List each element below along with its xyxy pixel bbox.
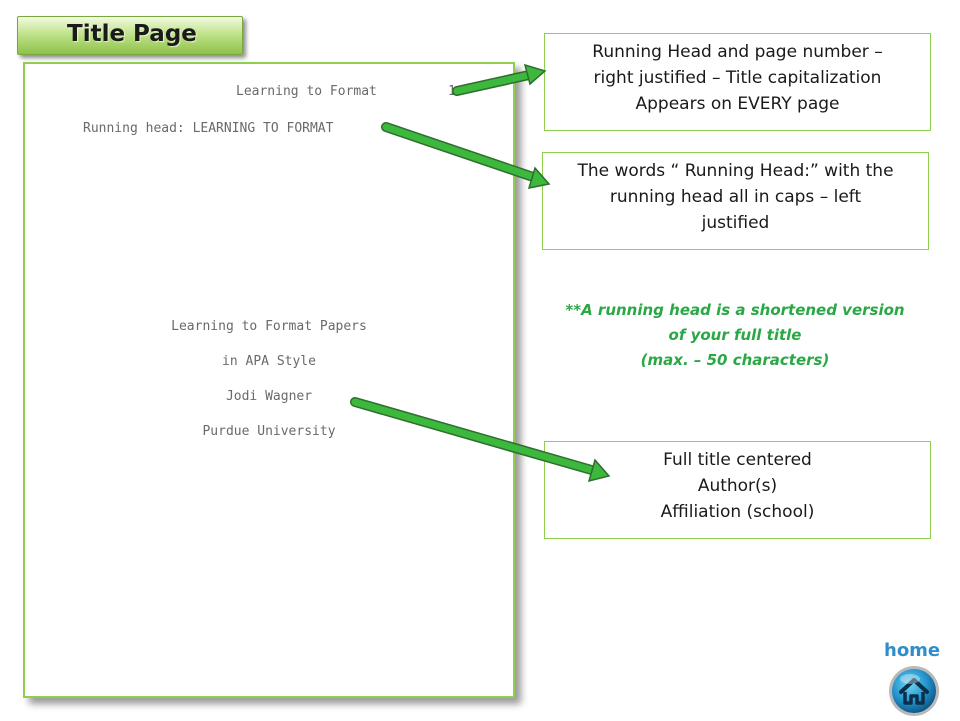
arrow-to-full-title-callout — [350, 397, 611, 483]
note-line: of your full title — [668, 326, 802, 344]
home-button[interactable] — [888, 665, 940, 717]
callout-line: justified — [701, 213, 770, 233]
callout-line: running head all in caps – left — [609, 187, 862, 207]
home-label[interactable]: home — [884, 640, 941, 661]
arrow-to-page-number-callout — [452, 63, 547, 96]
page-header-title: Learning to Format — [236, 84, 377, 99]
callout-line: Appears on EVERY page — [635, 94, 840, 114]
callout-line: The words “ Running Head:” with the — [577, 161, 894, 181]
running-head-note: **A running head is a shortened version … — [540, 298, 930, 373]
callout-line: Full title centered — [663, 450, 812, 470]
callout-line: Author(s) — [697, 476, 778, 496]
paper-author: Jodi Wagner — [225, 389, 313, 404]
callout-line: right justified – Title capitalization — [593, 68, 882, 88]
arrow-to-running-head-callout — [381, 122, 551, 189]
callout-running-head-words: The words “ Running Head:” with the runn… — [542, 152, 929, 250]
apa-title-page-example: Learning to Format 1 Running head: LEARN… — [23, 62, 515, 698]
callout-line: Affiliation (school) — [660, 502, 815, 522]
house-icon — [889, 666, 939, 716]
note-line: (max. – 50 characters) — [640, 351, 830, 369]
callout-line: Running Head and page number – — [592, 42, 883, 62]
paper-title-line-2: in APA Style — [222, 354, 316, 369]
title-banner: Title Page — [17, 16, 243, 55]
page-number: 1 — [448, 84, 456, 99]
running-head-line: Running head: LEARNING TO FORMAT — [83, 121, 334, 136]
paper-title-line-1: Learning to Format Papers — [171, 319, 367, 334]
slide-title: Title Page — [67, 21, 197, 47]
paper-affiliation: Purdue University — [202, 424, 336, 439]
callout-full-title: Full title centered Author(s) Affiliatio… — [544, 441, 931, 539]
note-line: **A running head is a shortened version — [565, 301, 905, 319]
callout-running-head-page-number: Running Head and page number – right jus… — [544, 33, 931, 131]
